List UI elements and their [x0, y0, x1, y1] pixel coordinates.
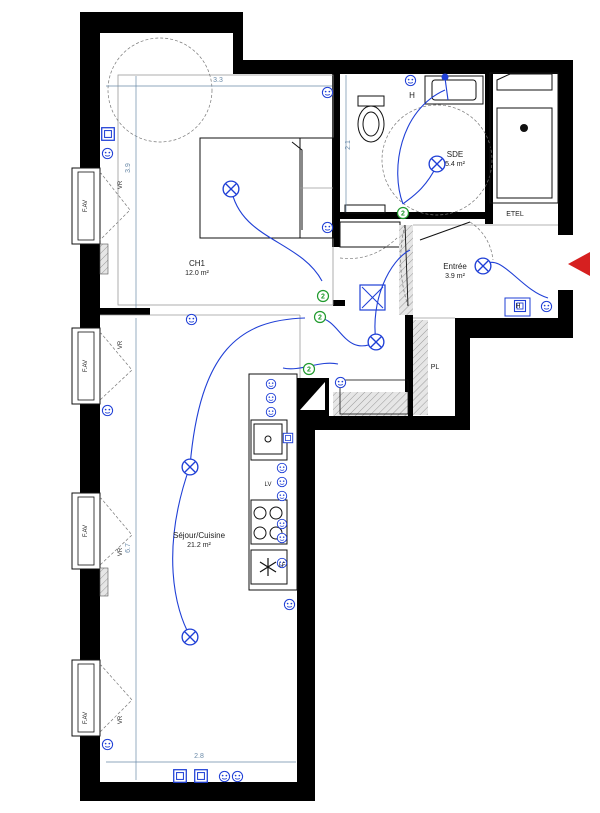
room-area-entry: 3.9 m² [445, 273, 466, 280]
socket-icon [276, 532, 288, 544]
dimension-bedroom-depth: 3.9 [125, 163, 132, 173]
room-name-bathroom: SDE [447, 150, 463, 159]
room-name-living: Séjour/Cuisine [173, 531, 226, 540]
switch-icon [313, 310, 327, 324]
socket-icon [185, 313, 198, 326]
socket-icon [101, 147, 114, 160]
pl-label: PL [431, 364, 440, 371]
ceiling-light-icon [474, 257, 492, 275]
ceiling-light-icon [428, 155, 446, 173]
inner-lines [100, 37, 558, 420]
rj45-icon [194, 769, 208, 783]
socket-icon [321, 86, 334, 99]
socket-icon [334, 376, 347, 389]
snowflake-icon [259, 558, 277, 576]
lf-label: LF [278, 563, 285, 569]
etel-label: ETEL [506, 211, 524, 218]
switch-icon [396, 206, 410, 220]
socket-icon [276, 476, 288, 488]
socket-icon [404, 74, 417, 87]
dimension-bath-depth: 2.1 [345, 140, 352, 150]
vr-label: VR [118, 547, 124, 556]
fav-label: F.AV [83, 525, 89, 537]
fav-label: F.AV [83, 360, 89, 372]
switch-icon [316, 289, 330, 303]
room-name-entry: Entrée [443, 262, 467, 271]
rj45-icon [173, 769, 187, 783]
socket-icon [540, 300, 553, 313]
socket-icon [321, 221, 334, 234]
vr-label: VR [118, 180, 124, 189]
lv-label: LV [265, 482, 272, 488]
socket-icon [265, 392, 277, 404]
switches [302, 206, 410, 376]
room-area-bedroom: 12.0 m² [185, 270, 209, 277]
room-area-living: 21.2 m² [187, 542, 211, 549]
dimension-labels: 3.3 3.9 2.1 6.7 2.8 [125, 77, 352, 760]
room-labels: CH1 12.0 m² SDE 5.4 m² Entrée 3.9 m² Séj… [173, 150, 524, 549]
wiring [172, 77, 549, 637]
window-labels: F.AV VR F.AV VR F.AV VR F.AV VR H H LV L… [83, 91, 521, 724]
room-area-bathroom: 5.4 m² [445, 161, 466, 168]
entry-arrow-icon [568, 252, 590, 276]
socket-icon [265, 406, 277, 418]
doors [339, 221, 494, 307]
dimension-lines [106, 75, 347, 780]
h-label: H [409, 91, 415, 100]
fav-label: F.AV [83, 200, 89, 212]
appliance-outlet-icon [282, 432, 294, 444]
h-label: H [515, 303, 520, 310]
socket-icon [101, 404, 114, 417]
vr-label: VR [118, 340, 124, 349]
dimension-living-depth: 6.7 [125, 543, 132, 553]
ceiling-light-icon [181, 628, 199, 646]
socket-icon [276, 490, 288, 502]
socket-icon [276, 462, 288, 474]
rj45-icon [101, 127, 115, 141]
fav-label: F.AV [83, 712, 89, 724]
socket-icon [283, 598, 296, 611]
kitchen [248, 284, 531, 591]
windows [71, 167, 133, 737]
socket-icon [231, 770, 244, 783]
bathroom-fixtures [339, 72, 559, 415]
dimension-living-width: 2.8 [194, 753, 204, 760]
appliance-outlets [101, 73, 527, 783]
room-name-bedroom: CH1 [189, 259, 206, 268]
ceiling-light-icon [222, 180, 240, 198]
socket-icon [276, 518, 288, 530]
socket-icon [218, 770, 231, 783]
ceiling-light-icon [367, 333, 385, 351]
socket-icon [101, 738, 114, 751]
socket-icon [265, 378, 277, 390]
dimension-bedroom-width: 3.3 [213, 77, 223, 84]
vr-label: VR [118, 715, 124, 724]
switch-icon [302, 362, 316, 376]
ceiling-light-icon [181, 458, 199, 476]
hatched-zones [333, 225, 428, 416]
